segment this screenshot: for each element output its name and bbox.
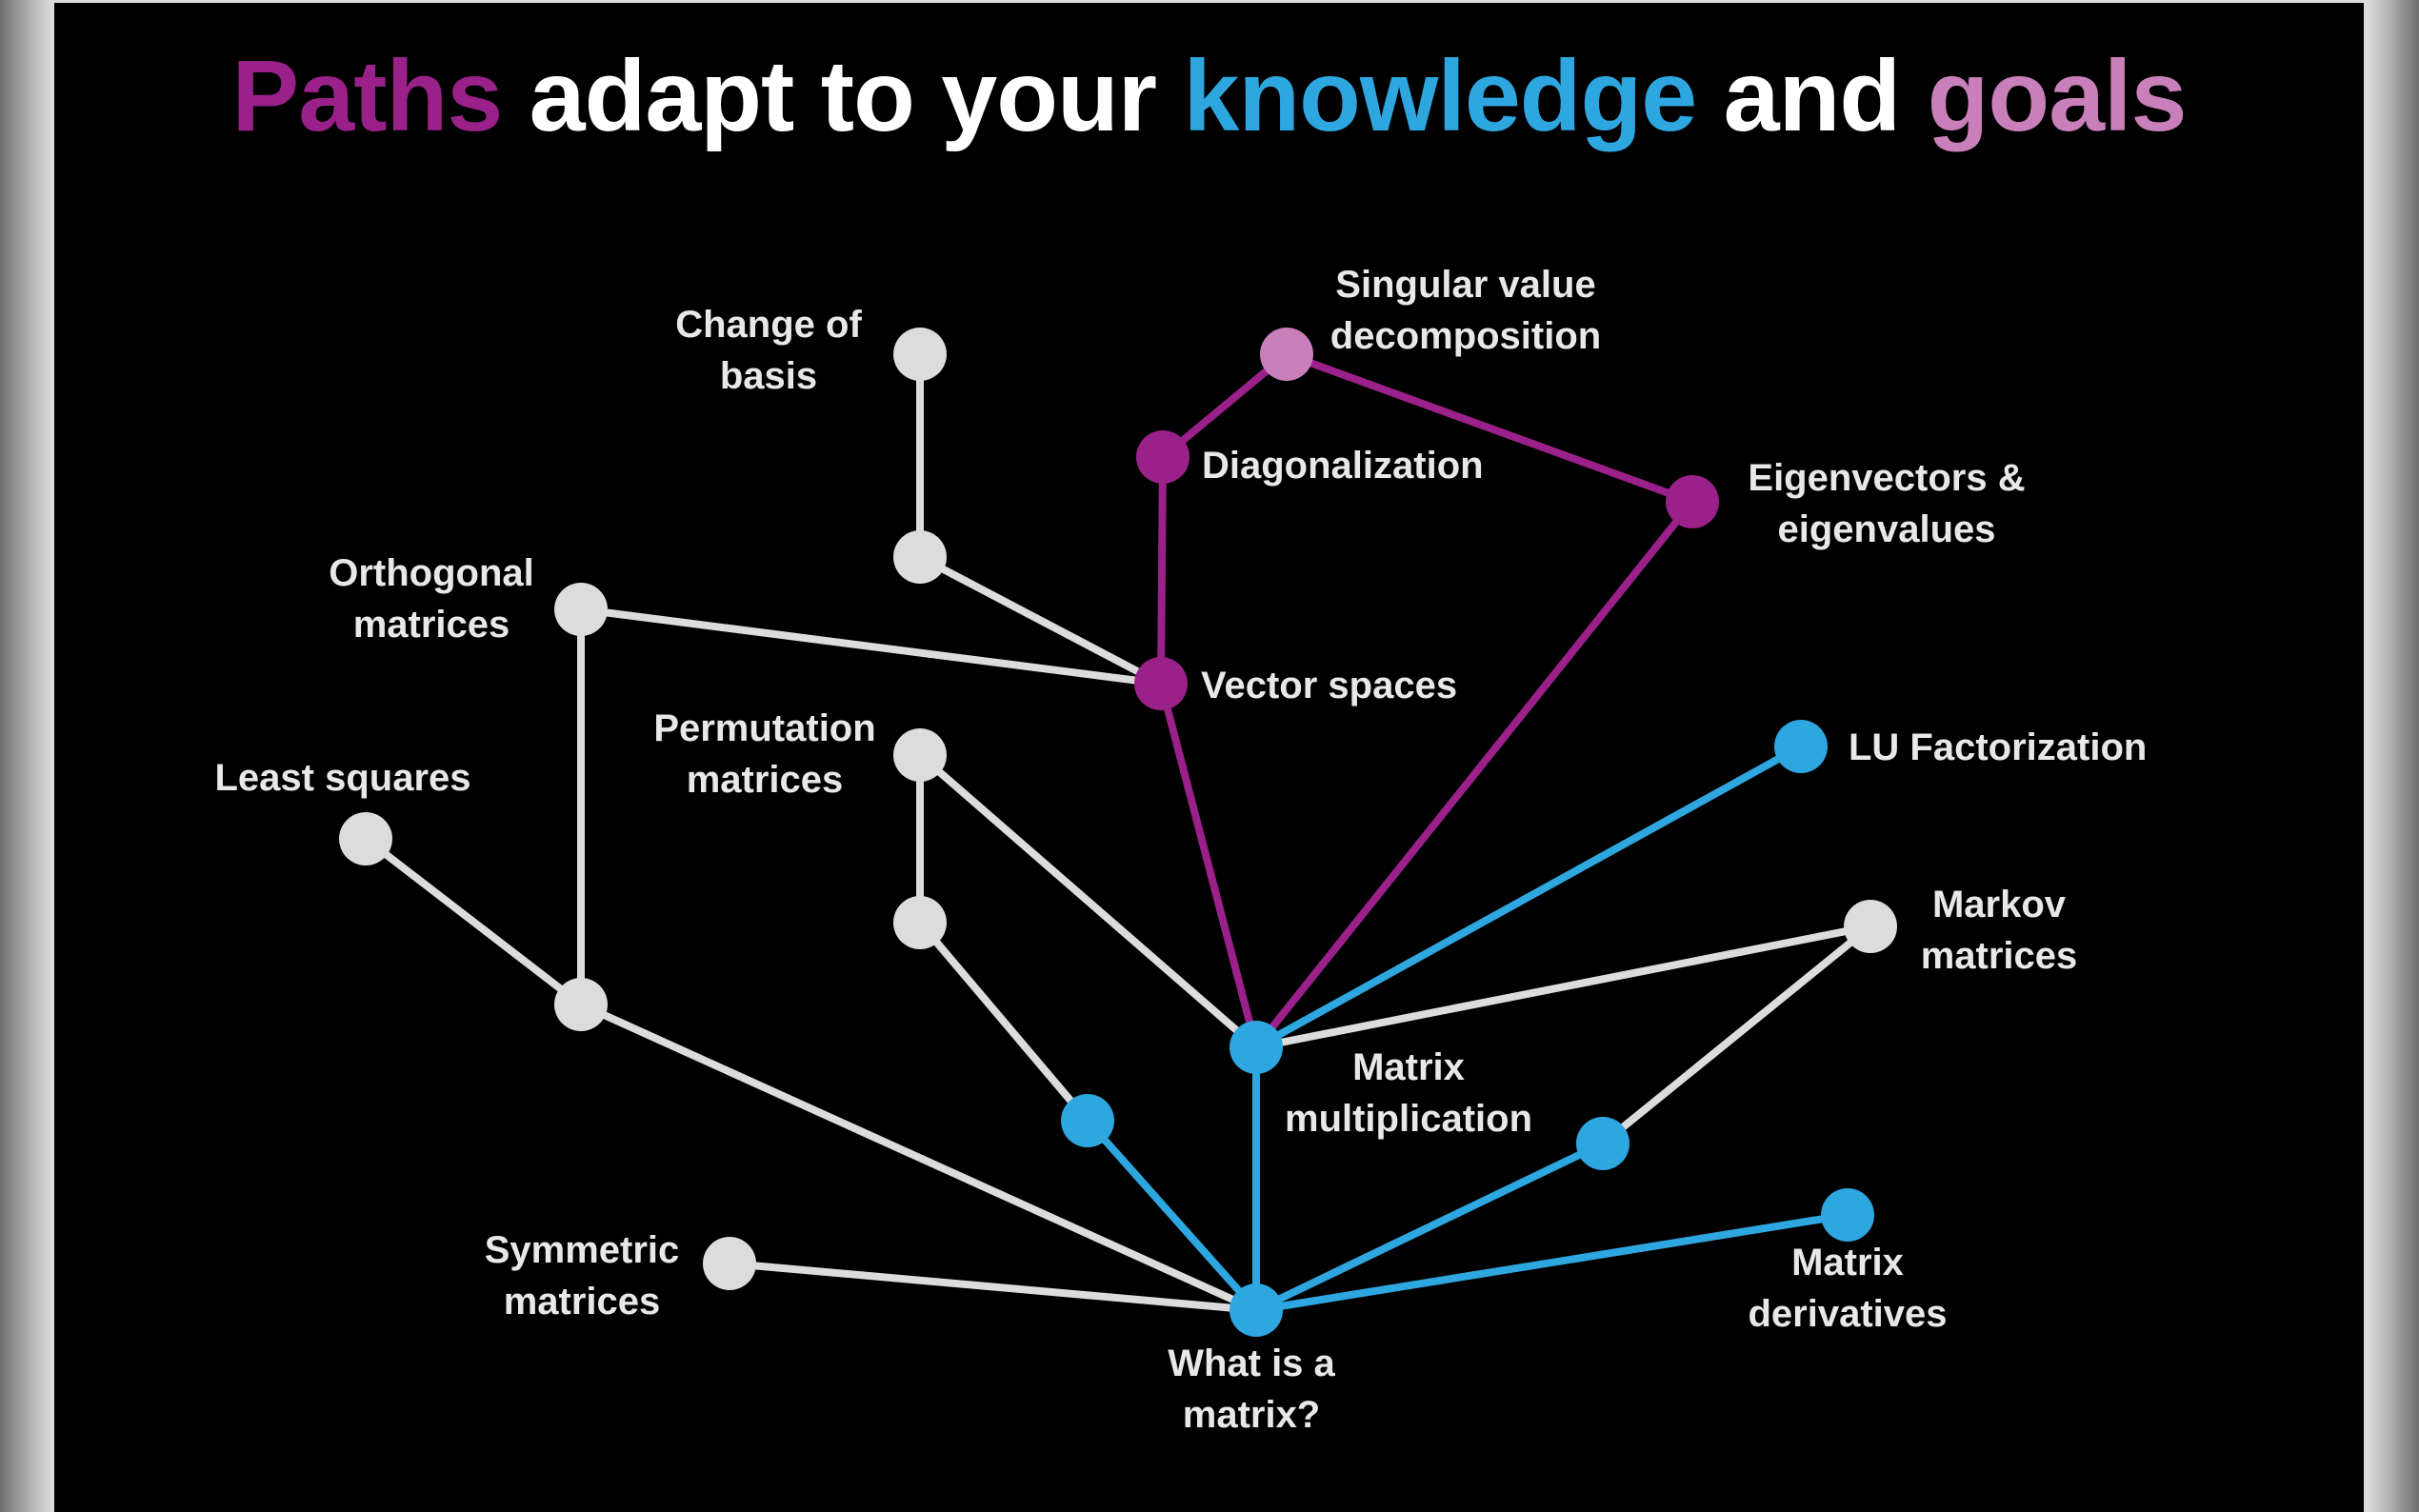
label-line: Matrix (1352, 1046, 1465, 1088)
label-what-is-a-matrix: What is a matrix? (1168, 1343, 1335, 1436)
edge-matmul-lu (1252, 743, 1805, 1051)
node-blueL (1061, 1094, 1114, 1147)
edge-blueR-markov (1599, 923, 1874, 1147)
graph-nodes (339, 328, 1897, 1337)
label-line: derivatives (1748, 1293, 1947, 1335)
graph-labels: Change of basis Singular value decompositio… (214, 264, 2147, 1436)
label-line: Least squares (214, 757, 470, 799)
label-line: matrices (504, 1281, 661, 1323)
label-line: Matrix (1791, 1242, 1904, 1283)
title-words-adapt: adapt to your (502, 40, 1184, 152)
node-ls2 (554, 978, 608, 1031)
node-lu (1774, 720, 1828, 773)
title-word-knowledge: knowledge (1183, 40, 1697, 152)
slide: Paths adapt to your knowledge and goals … (54, 3, 2364, 1512)
label-line: multiplication (1285, 1098, 1532, 1140)
edge-matmul-markov (1252, 923, 1874, 1051)
label-line: LU Factorization (1849, 726, 2147, 768)
edge-matmul-vec (1157, 680, 1260, 1051)
edge-what-mderiv (1252, 1211, 1851, 1314)
edge-what-ls2 (577, 1001, 1260, 1314)
node-matmul (1229, 1021, 1283, 1074)
node-lsq (339, 812, 392, 865)
edge-vec-diag (1157, 453, 1167, 687)
learning-path-graph: Change of basis Singular value decompositio… (214, 264, 2147, 1436)
node-cob2 (893, 530, 947, 584)
label-line: decomposition (1330, 315, 1601, 357)
node-perm1 (893, 728, 947, 782)
node-eig (1666, 475, 1719, 528)
label-line: Change of (675, 304, 862, 346)
label-line: matrices (687, 759, 844, 801)
node-what (1229, 1283, 1283, 1337)
label-permutation-matrices: Permutation matrices (653, 707, 875, 801)
edge-what-blueR (1252, 1140, 1607, 1314)
edge-orth-vec (577, 606, 1165, 687)
title-word-and: and (1696, 40, 1928, 152)
label-line: Eigenvectors & (1748, 457, 2025, 499)
node-markov (1844, 900, 1897, 953)
edge-perm1-matmul (916, 751, 1260, 1051)
node-symm (703, 1237, 756, 1290)
edge-what-symm (726, 1260, 1260, 1314)
label-diagonalization: Diagonalization (1202, 445, 1484, 487)
label-line: Markov (1932, 884, 2067, 925)
edge-diag-svd (1159, 350, 1290, 461)
node-mderiv (1821, 1188, 1874, 1242)
node-cob1 (893, 328, 947, 381)
node-perm2 (893, 896, 947, 949)
graph-edges (362, 350, 1874, 1314)
label-line: matrices (353, 604, 510, 646)
label-line: Singular value (1335, 264, 1595, 306)
label-line: matrices (1921, 935, 2078, 977)
edge-ls2-lsq (362, 835, 585, 1008)
label-least-squares: Least squares (214, 757, 470, 799)
node-vec (1134, 657, 1188, 710)
title-word-paths: Paths (231, 40, 504, 152)
label-matrix-derivatives: Matrix derivatives (1748, 1242, 1947, 1335)
label-line: matrix? (1183, 1394, 1321, 1436)
node-svd (1260, 328, 1313, 381)
edge-cob2-vec (916, 553, 1165, 687)
label-lu-factorization: LU Factorization (1849, 726, 2147, 768)
label-markov-matrices: Markov matrices (1921, 884, 2078, 977)
label-line: basis (720, 355, 817, 397)
label-symmetric-matrices: Symmetric matrices (485, 1229, 680, 1323)
label-line: What is a (1168, 1343, 1335, 1384)
node-diag (1136, 430, 1190, 484)
label-line: Diagonalization (1202, 445, 1484, 487)
label-matrix-multiplication: Matrix multiplication (1285, 1046, 1532, 1140)
label-line: Permutation (653, 707, 875, 749)
edge-svd-eig (1283, 350, 1696, 506)
label-line: Vector spaces (1201, 665, 1457, 706)
label-line: eigenvalues (1777, 508, 1995, 550)
label-change-of-basis: Change of basis (675, 304, 862, 397)
label-orthogonal-matrices: Orthogonal matrices (329, 552, 534, 646)
slide-title: Paths adapt to your knowledge and goals (54, 39, 2364, 154)
label-singular-value-decomposition: Singular value decomposition (1330, 264, 1601, 357)
edge-matmul-eig (1252, 498, 1696, 1051)
edge-perm2-blueL (916, 919, 1091, 1124)
node-orth (554, 583, 608, 636)
label-line: Orthogonal (329, 552, 534, 594)
label-line: Symmetric (485, 1229, 680, 1271)
title-word-goals: goals (1927, 40, 2188, 152)
label-vector-spaces: Vector spaces (1201, 665, 1457, 706)
edge-what-blueL (1084, 1117, 1260, 1314)
label-eigenvectors-eigenvalues: Eigenvectors & eigenvalues (1748, 457, 2025, 550)
node-blueR (1576, 1117, 1629, 1170)
